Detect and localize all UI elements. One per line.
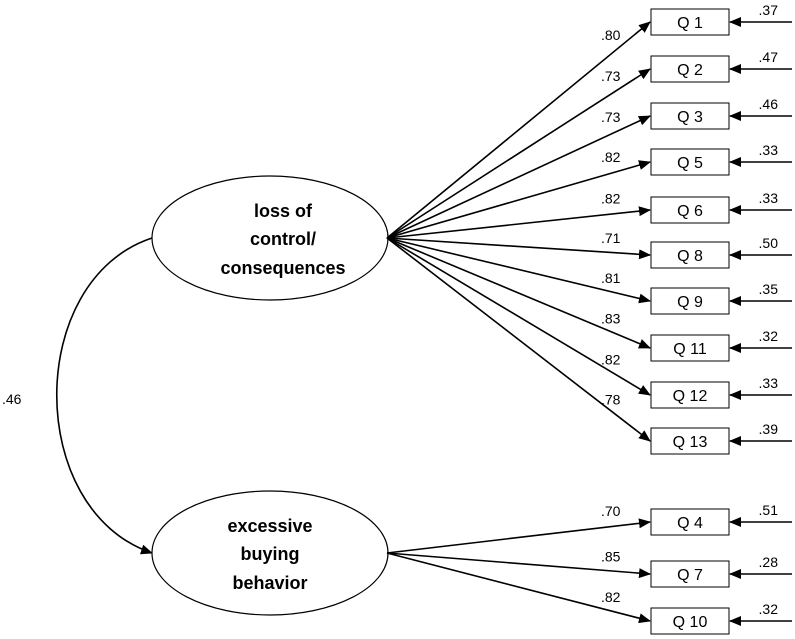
factor-label-line: control/ — [250, 229, 316, 249]
indicator-box-rect — [650, 334, 730, 362]
loading-value: .82 — [601, 352, 621, 368]
indicator-box-rect — [650, 55, 730, 83]
factor-label-line: behavior — [232, 573, 307, 593]
error-value: .39 — [759, 421, 779, 437]
indicator-box-rect — [650, 8, 730, 36]
error-value: .35 — [759, 281, 779, 297]
indicator-box — [650, 560, 730, 588]
factor-label-line: buying — [241, 544, 300, 564]
error-value: .51 — [759, 502, 779, 518]
loading-value: .81 — [601, 270, 621, 286]
indicator-label: Q 5 — [677, 155, 703, 172]
indicator-box — [650, 8, 730, 36]
loading-path — [386, 237, 651, 442]
indicator-box-rect — [650, 148, 730, 176]
error-value: .47 — [759, 49, 779, 65]
loading-path — [386, 68, 651, 239]
loading-value: .70 — [601, 503, 621, 519]
indicator-label: Q 10 — [673, 614, 708, 631]
indicator-item: Q 3 .73 .46 — [386, 96, 792, 239]
loading-value: .73 — [601, 68, 621, 84]
indicator-label: Q 13 — [673, 434, 708, 451]
loading-path — [386, 237, 651, 349]
error-value: .33 — [759, 375, 779, 391]
indicator-label: Q 8 — [677, 248, 703, 265]
factor-loss-of-control: loss of control/ consequences — [151, 175, 389, 301]
indicator-box — [650, 607, 730, 635]
loading-path — [386, 160, 651, 239]
indicator-item: Q 1 .80 .37 — [386, 2, 792, 239]
indicator-label: Q 11 — [673, 341, 707, 358]
loading-path — [386, 237, 651, 260]
indicator-item: Q 5 .82 .33 — [386, 142, 792, 239]
indicator-label: Q 9 — [677, 294, 703, 311]
indicator-box-rect — [650, 287, 730, 315]
indicator-box-rect — [650, 607, 730, 635]
error-value: .50 — [759, 235, 779, 251]
indicator-label: Q 12 — [673, 388, 708, 405]
loading-path — [386, 206, 651, 239]
indicator-item: Q 8 .71 .50 — [386, 230, 792, 269]
indicator-item: Q 10 .82 .32 — [386, 552, 792, 635]
indicator-box — [650, 102, 730, 130]
indicator-label: Q 6 — [677, 203, 703, 220]
loading-value: .85 — [601, 548, 621, 564]
indicator-label: Q 3 — [677, 109, 703, 126]
error-value: .32 — [759, 601, 779, 617]
loading-value: .82 — [601, 191, 621, 207]
indicator-box — [650, 287, 730, 315]
loading-value: .83 — [601, 311, 621, 327]
indicator-item: Q 9 .81 .35 — [386, 237, 792, 315]
indicator-box — [650, 334, 730, 362]
error-value: .32 — [759, 328, 779, 344]
loading-path — [386, 237, 651, 396]
error-value: .46 — [759, 96, 779, 112]
factor-label-line: excessive — [227, 516, 312, 536]
indicator-item: Q 12 .82 .33 — [386, 237, 792, 409]
indicator-item: Q 13 .78 .39 — [386, 237, 792, 455]
indicator-box-rect — [650, 560, 730, 588]
factor-label-line: consequences — [220, 258, 345, 278]
indicator-item: Q 11 .83 .32 — [386, 237, 792, 362]
indicator-item: Q 4 .70 .51 — [386, 502, 792, 554]
loading-value: .78 — [601, 392, 621, 408]
loading-path — [386, 552, 651, 624]
error-value: .28 — [759, 554, 779, 570]
indicator-box-rect — [650, 508, 730, 536]
indicator-box-rect — [650, 102, 730, 130]
correlation-label: .46 — [2, 391, 22, 407]
loading-value: .82 — [601, 589, 621, 605]
indicator-item: Q 7 .85 .28 — [386, 548, 792, 588]
indicator-box — [650, 148, 730, 176]
indicator-label: Q 4 — [677, 515, 703, 532]
loading-value: .82 — [601, 149, 621, 165]
loading-value: .71 — [601, 230, 621, 246]
loading-path — [386, 518, 651, 554]
loading-value: .73 — [601, 109, 621, 125]
indicator-items: Q 1 .80 .37 Q 2 .73 .47 Q 3 .73 .46 Q 5 .82 .33 Q 6.… — [386, 2, 792, 635]
indicator-label: Q 7 — [677, 567, 703, 584]
loading-path — [386, 115, 651, 239]
indicator-box — [650, 427, 730, 455]
loading-path — [386, 552, 651, 579]
indicator-box — [650, 508, 730, 536]
indicator-item: Q 2 .73 .47 — [386, 49, 792, 239]
loading-path — [386, 21, 651, 239]
loading-path — [386, 237, 651, 304]
error-value: .37 — [759, 2, 779, 18]
indicator-label: Q 2 — [677, 62, 703, 79]
indicator-label: Q 1 — [677, 15, 703, 32]
factor-label-line: loss of — [254, 201, 313, 221]
factor-excessive-buying: excessive buying behavior — [151, 490, 389, 616]
indicator-box — [650, 55, 730, 83]
factor-correlation-curve — [56, 229, 165, 555]
error-value: .33 — [759, 142, 779, 158]
loading-value: .80 — [601, 27, 621, 43]
indicator-item: Q 6 .82 .33 — [386, 190, 792, 239]
error-value: .33 — [759, 190, 779, 206]
indicator-box-rect — [650, 427, 730, 455]
